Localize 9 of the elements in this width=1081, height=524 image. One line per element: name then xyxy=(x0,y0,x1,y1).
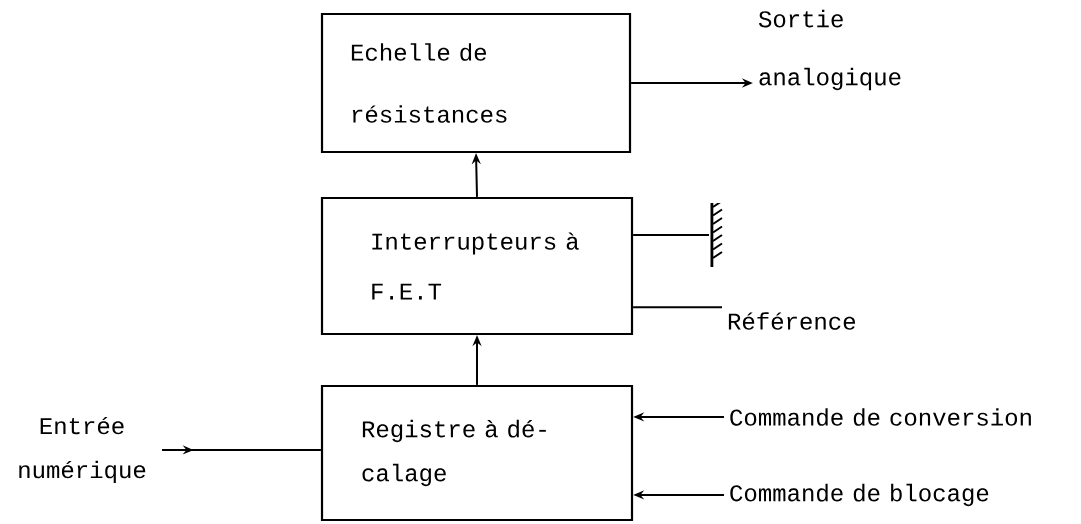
ground-symbol xyxy=(710,203,723,267)
signal-label: Référence xyxy=(728,312,855,330)
signal-label: Entrée numérique xyxy=(19,416,146,484)
block-box: Echelle de résistances xyxy=(320,12,632,154)
signal-label: Commande de conversion xyxy=(730,408,1031,426)
block-box: Interrupteurs à F.E.T xyxy=(320,196,634,336)
signal-label: Commande de blocage xyxy=(730,483,989,507)
signal-label: Sortie analogique xyxy=(758,9,901,91)
block-box: Registre à dé- calage xyxy=(320,384,634,522)
